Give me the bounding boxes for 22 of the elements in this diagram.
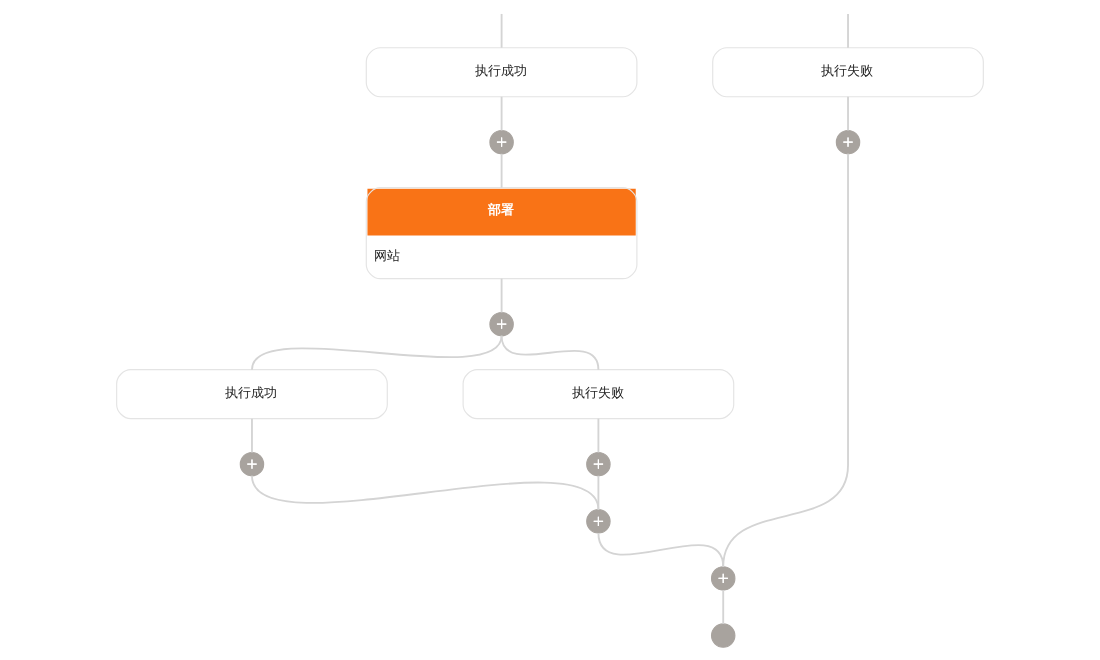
connector	[597, 532, 725, 568]
connector	[251, 474, 600, 511]
connector	[500, 95, 503, 132]
node-circle	[489, 129, 514, 155]
node-circle	[835, 129, 861, 155]
connector	[597, 474, 600, 511]
connector	[847, 13, 849, 49]
connector	[251, 417, 253, 454]
node-circle	[710, 566, 736, 591]
node-circle	[710, 623, 736, 648]
connector	[500, 152, 503, 189]
connector	[597, 417, 600, 454]
connector	[847, 95, 849, 132]
connector	[251, 334, 503, 371]
node-circle	[239, 451, 265, 477]
node-circle	[586, 451, 611, 477]
connector	[500, 277, 503, 314]
connector	[500, 13, 503, 49]
connector	[722, 589, 725, 625]
connector	[500, 334, 600, 371]
node-circle	[586, 509, 611, 534]
node-circle	[489, 311, 514, 337]
